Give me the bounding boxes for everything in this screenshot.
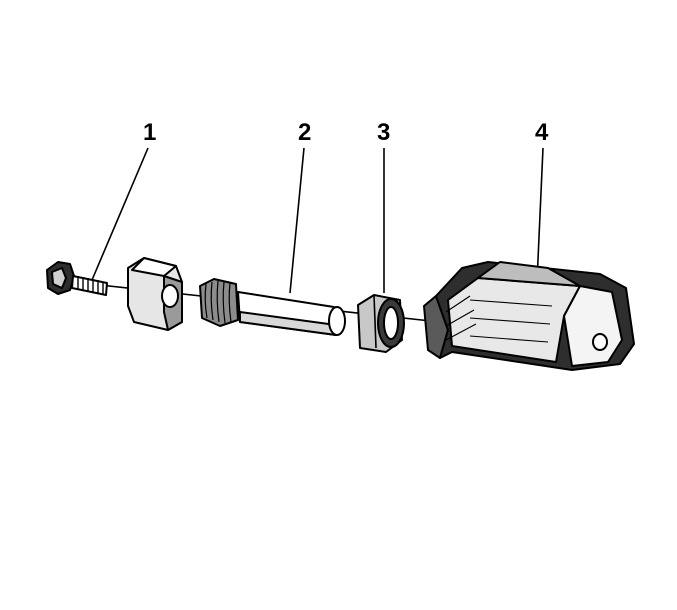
caliper-bracket-part (423, 261, 635, 371)
callout-2-label: 2 (298, 119, 311, 146)
leader-line-2 (289, 147, 305, 294)
leader-line-4 (536, 147, 544, 283)
leader-line-1 (91, 147, 149, 281)
guide-pin-part (199, 278, 346, 336)
bushing-sleeve-part (357, 294, 405, 353)
bushing-block-part (127, 257, 183, 331)
callout-1-label: 1 (143, 119, 156, 146)
bolt-part (46, 261, 108, 296)
callout-4-label: 4 (535, 119, 549, 146)
callout-3-label: 3 (377, 119, 390, 146)
